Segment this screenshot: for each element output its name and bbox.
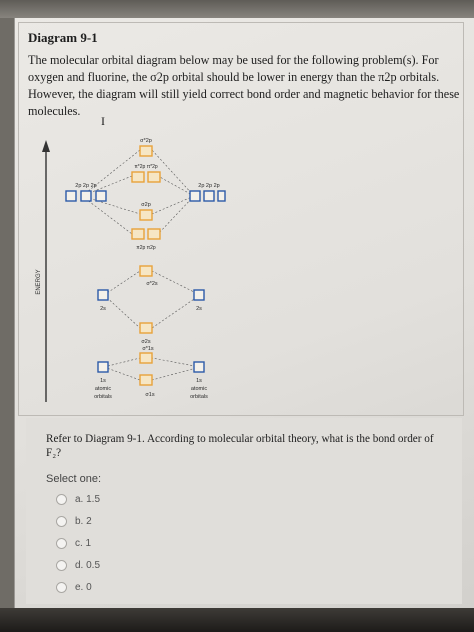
right-orbitals-label: orbitals	[190, 394, 208, 400]
right-1s-label: 1s	[196, 378, 202, 384]
sigma-1s-label: σ1s	[145, 392, 154, 398]
question-info-box	[18, 22, 464, 416]
answer-option-c[interactable]: c. 1	[56, 536, 91, 550]
left-2p-orbital-boxes	[65, 190, 107, 202]
right-1s-box	[193, 361, 205, 373]
answer-panel	[26, 418, 462, 604]
top-screen-edge	[0, 0, 474, 18]
right-2p-label: 2p 2p 2p	[198, 183, 219, 189]
question-text: Refer to Diagram 9-1. According to molec…	[46, 432, 456, 460]
text-cursor-icon: I	[101, 114, 105, 128]
question-line: Refer to Diagram 9-1. According to molec…	[46, 433, 434, 445]
pi-2p-boxes	[131, 228, 161, 240]
left-2p-label: 2p 2p 2p	[75, 183, 96, 189]
radio-button[interactable]	[56, 493, 67, 505]
molecular-orbital-diagram: ENERGY 2p 2p 2p 2p 2p 2p σ*2p π*2p π*2p	[36, 138, 226, 402]
pi-star-2p-boxes	[131, 171, 161, 183]
answer-option-a[interactable]: a. 1.5	[56, 492, 100, 506]
sigma-2s-label: σ2s	[141, 339, 150, 345]
sigma-star-2p-box	[139, 145, 153, 157]
left-1s-box	[97, 361, 109, 373]
answer-option-d[interactable]: d. 0.5	[56, 558, 100, 572]
sigma-star-1s-label: σ*1s	[142, 346, 154, 352]
option-label: b. 2	[75, 515, 92, 527]
right-atomic-label: atomic	[191, 386, 207, 392]
option-label: d. 0.5	[75, 559, 101, 571]
right-2s-label: 2s	[196, 306, 202, 312]
sigma-star-2p-label: σ*2p	[140, 138, 152, 144]
radio-button[interactable]	[56, 581, 67, 593]
pi-2p-label: π2p π2p	[136, 245, 156, 251]
right-2p-orbital-boxes	[189, 190, 226, 202]
radio-button[interactable]	[56, 537, 67, 549]
left-1s-label: 1s	[100, 378, 106, 384]
pi-star-2p-label: π*2p π*2p	[134, 164, 158, 170]
sigma-1s-box	[139, 374, 153, 386]
question-line: F₂?	[46, 447, 62, 459]
intro-line: However, the diagram will still yield co…	[28, 87, 460, 101]
right-2s-box	[193, 289, 205, 301]
left-orbitals-label: orbitals	[94, 394, 112, 400]
select-one-label: Select one:	[46, 473, 102, 485]
intro-line: oxygen and fluorine, the σ2p orbital sho…	[28, 70, 440, 84]
answer-option-e[interactable]: e. 0	[56, 580, 92, 594]
sigma-star-2s-label: σ*2s	[146, 281, 158, 287]
bottom-screen-edge	[0, 608, 474, 632]
diagram-title: Diagram 9-1	[28, 30, 98, 45]
correlation-lines	[81, 149, 201, 381]
option-label: e. 0	[75, 581, 92, 593]
radio-button[interactable]	[56, 559, 67, 571]
sigma-2p-box	[139, 209, 153, 221]
radio-button[interactable]	[56, 515, 67, 527]
intro-line: The molecular orbital diagram below may …	[28, 53, 439, 67]
energy-axis-arrow	[42, 140, 50, 152]
sigma-star-2s-box	[139, 265, 153, 277]
diagram-intro-text: The molecular orbital diagram below may …	[28, 52, 464, 120]
option-label: a. 1.5	[75, 493, 101, 505]
answer-option-b[interactable]: b. 2	[56, 514, 92, 528]
energy-axis-label: ENERGY	[36, 269, 42, 294]
left-2s-label: 2s	[100, 306, 106, 312]
sigma-2s-box	[139, 322, 153, 334]
option-label: c. 1	[75, 537, 92, 549]
left-atomic-label: atomic	[95, 386, 111, 392]
sigma-2p-label: σ2p	[141, 202, 151, 208]
left-2s-box	[97, 289, 109, 301]
sigma-star-1s-box	[139, 352, 153, 364]
intro-line: molecules.	[28, 104, 81, 118]
